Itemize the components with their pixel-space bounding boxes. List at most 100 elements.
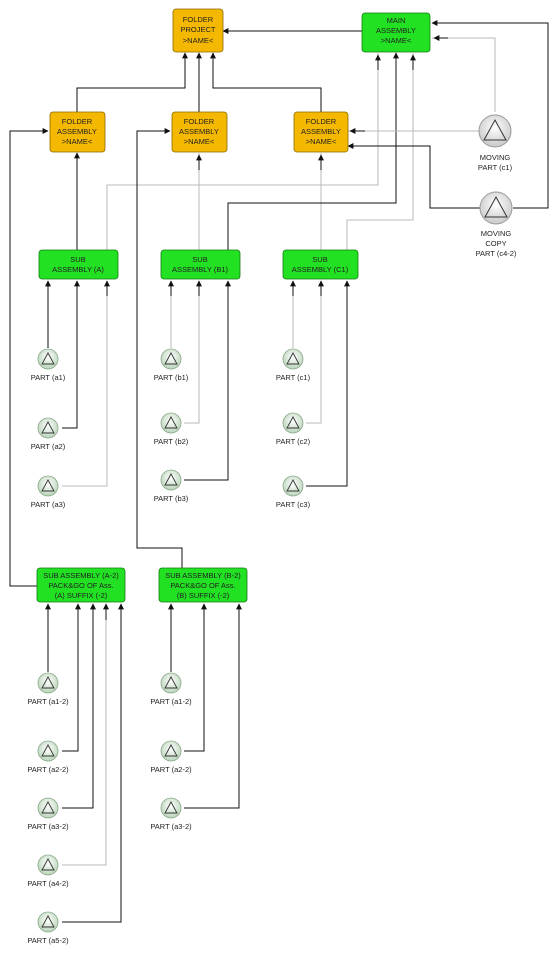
connector-a3-2 [62, 603, 96, 809]
part-circle[interactable] [37, 348, 59, 370]
part-circle[interactable] [37, 417, 59, 439]
moving-copy-part-circle[interactable] [479, 191, 513, 225]
sub-assembly-b2-line1: SUB ASSEMBLY (B-2) [165, 571, 241, 580]
part-label: PART (a2-2) [150, 765, 192, 774]
part-circle[interactable] [37, 911, 59, 933]
part-node-b1-2[interactable]: PART (a1-2) [150, 672, 192, 706]
part-node-b3[interactable]: PART (b3) [154, 469, 189, 503]
part-node-a1-2[interactable]: PART (a1-2) [27, 672, 69, 706]
triangle-icon [41, 801, 55, 814]
connector-sub-b-to-main [227, 52, 399, 250]
moving-part-c1[interactable]: MOVING PART (c1) [478, 114, 513, 172]
connector-b3-2 [184, 603, 242, 809]
part-node-a5-2[interactable]: PART (a5-2) [27, 911, 69, 945]
connector-moving-copy-to-folder-c [347, 143, 480, 209]
part-node-b1[interactable]: PART (b1) [154, 348, 189, 382]
folder-assembly-a-box[interactable] [49, 111, 106, 153]
part-label: PART (a4-2) [27, 879, 69, 888]
part-node-a2-2[interactable]: PART (a2-2) [27, 740, 69, 774]
sub-assembly-a2-node[interactable]: SUB ASSEMBLY (A-2) PACK&GO OF Ass. (A) S… [36, 567, 126, 603]
part-circle[interactable] [37, 740, 59, 762]
part-circle[interactable] [282, 412, 304, 434]
moving-part-c1-label-1: MOVING [480, 153, 511, 162]
moving-copy-part-c4-2[interactable]: MOVING COPY PART (c4-2) [476, 191, 517, 258]
triangle-icon [164, 744, 178, 757]
part-node-a1[interactable]: PART (a1) [31, 348, 66, 382]
sub-assembly-b2-node[interactable]: SUB ASSEMBLY (B-2) PACK&GO OF Ass. (B) S… [158, 567, 248, 603]
connector-a5-2 [62, 603, 124, 923]
triangle-icon [41, 352, 55, 365]
part-node-c2[interactable]: PART (c2) [276, 412, 311, 446]
part-circle[interactable] [37, 797, 59, 819]
part-circle[interactable] [37, 475, 59, 497]
part-circle[interactable] [160, 740, 182, 762]
triangle-icon [164, 473, 178, 486]
folder-assembly-b-box[interactable] [171, 111, 228, 153]
folder-assembly-c-box[interactable] [293, 111, 349, 153]
part-circle[interactable] [160, 348, 182, 370]
folder-assembly-b-line2: ASSEMBLY [179, 127, 219, 136]
part-circle[interactable] [37, 854, 59, 876]
part-node-a4-2[interactable]: PART (a4-2) [27, 854, 69, 888]
sub-assembly-c1-line2: ASSEMBLY (C1) [292, 265, 349, 274]
part-label: PART (a3-2) [27, 822, 69, 831]
part-node-b2-2[interactable]: PART (a2-2) [150, 740, 192, 774]
connector-c2 [306, 296, 322, 424]
main-assembly-node[interactable]: MAIN ASSEMBLY >NAME< [361, 12, 431, 53]
part-node-a2[interactable]: PART (a2) [31, 417, 66, 451]
sub-assembly-c1-node[interactable]: SUB ASSEMBLY (C1) [282, 249, 359, 280]
sub-assembly-a2-line1: SUB ASSEMBLY (A-2) [43, 571, 119, 580]
folder-assembly-a-line2: ASSEMBLY [57, 127, 97, 136]
part-node-c3[interactable]: PART (c3) [276, 475, 311, 509]
connector-moving-copy-to-main [431, 20, 549, 209]
connector-folder-c-to-project [210, 52, 322, 112]
part-circle[interactable] [282, 348, 304, 370]
main-assembly-box[interactable] [361, 12, 431, 53]
triangle-icon [484, 195, 508, 218]
part-circle[interactable] [282, 475, 304, 497]
part-label: PART (c1) [276, 373, 311, 382]
connector-a4-2 [62, 620, 107, 866]
moving-copy-label-2: COPY [485, 239, 506, 248]
sub-assembly-a-line1: SUB [70, 255, 85, 264]
folder-project-box[interactable] [172, 8, 224, 53]
part-node-b3-2[interactable]: PART (a3-2) [150, 797, 192, 831]
connector-a2-2 [62, 603, 81, 752]
part-node-c1[interactable]: PART (c1) [276, 348, 311, 382]
folder-assembly-c-line3: >NAME< [306, 137, 337, 146]
folder-assembly-c-line1: FOLDER [306, 117, 337, 126]
sub-assembly-a-node[interactable]: SUB ASSEMBLY (A) [38, 249, 119, 280]
sub-assembly-b1-box[interactable] [160, 249, 241, 280]
sub-assembly-a-box[interactable] [38, 249, 119, 280]
connector-a3 [62, 296, 108, 487]
sub-assembly-a2-line3: (A) SUFFIX (-2) [55, 591, 108, 600]
folder-assembly-c-node[interactable]: FOLDER ASSEMBLY >NAME< [293, 111, 349, 153]
part-label: PART (a2-2) [27, 765, 69, 774]
part-circle[interactable] [37, 672, 59, 694]
folder-assembly-b-node[interactable]: FOLDER ASSEMBLY >NAME< [171, 111, 228, 153]
part-label: PART (a1) [31, 373, 66, 382]
part-circle[interactable] [160, 797, 182, 819]
moving-part-c1-circle[interactable] [478, 114, 512, 148]
part-circle[interactable] [160, 672, 182, 694]
sub-assembly-b1-node[interactable]: SUB ASSEMBLY (B1) [160, 249, 241, 280]
folder-project-node[interactable]: FOLDER PROJECT >NAME< [172, 8, 224, 53]
main-assembly-line3: >NAME< [381, 36, 412, 45]
part-node-a3[interactable]: PART (a3) [31, 475, 66, 509]
part-node-a3-2[interactable]: PART (a3-2) [27, 797, 69, 831]
triangle-icon [286, 479, 300, 492]
part-circle[interactable] [160, 469, 182, 491]
sub-assembly-a2-box[interactable] [36, 567, 126, 603]
part-circle[interactable] [160, 412, 182, 434]
sub-assembly-b2-line2: PACK&GO OF Ass. [170, 581, 235, 590]
part-node-b2[interactable]: PART (b2) [154, 412, 189, 446]
connector-b3 [184, 280, 231, 481]
connector-b2 [184, 296, 200, 424]
sub-assembly-c1-box[interactable] [282, 249, 359, 280]
folder-project-line2: PROJECT [180, 25, 215, 34]
folder-project-line1: FOLDER [183, 15, 214, 24]
moving-copy-label-3: PART (c4-2) [476, 249, 517, 258]
folder-assembly-a-node[interactable]: FOLDER ASSEMBLY >NAME< [49, 111, 106, 153]
sub-assembly-b2-box[interactable] [158, 567, 248, 603]
